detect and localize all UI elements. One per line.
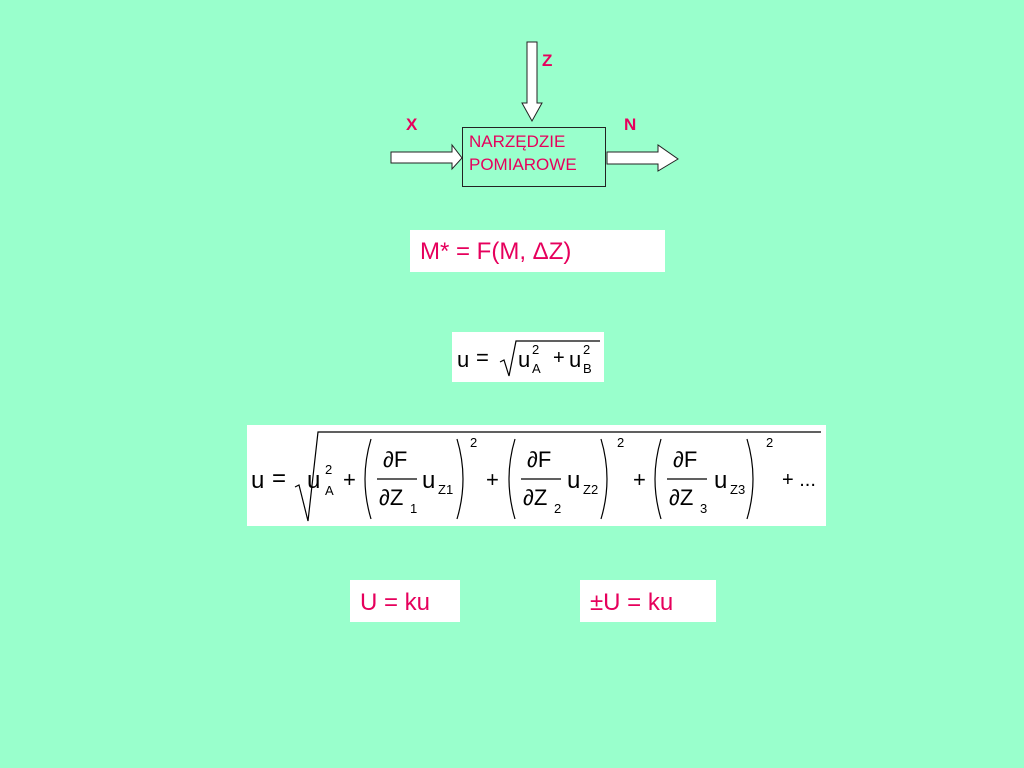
eq2-exp-1: 2 (470, 435, 478, 450)
paren-group-2 (508, 438, 608, 520)
eq2-plus-3: + (633, 467, 646, 492)
eq2-den-sub-3: 3 (700, 501, 708, 516)
sqrt-symbol (499, 340, 600, 377)
eq2-exp-3: 2 (766, 435, 774, 450)
pm-uncertainty-formula: ±U = ku (590, 589, 674, 616)
eq1-u-a-sub: A (532, 361, 541, 376)
sqrt-symbol-large (294, 431, 821, 522)
eq2-equals: = (272, 465, 287, 492)
expanded-uncertainty-box: U = ku (350, 580, 460, 622)
measuring-instrument-box: NARZĘDZIE POMIAROWE (462, 127, 606, 187)
eq2-den-sub-1: 1 (410, 501, 418, 516)
eq2-den-3: ∂Z (669, 485, 694, 510)
eq2-u-sub-2: Z2 (583, 482, 599, 497)
eq2-tail: + ... (782, 469, 816, 491)
label-n: N (624, 115, 637, 134)
eq2-u-1: u (422, 467, 436, 494)
expanded-uncertainty-formula: U = ku (360, 589, 431, 616)
eq2-lhs: u (251, 467, 265, 494)
eq2-plus-2: + (486, 467, 499, 492)
paren-group-3 (654, 438, 754, 520)
model-formula: M* = F(M, ΔZ) (420, 238, 572, 265)
paren-group-1 (364, 438, 464, 520)
eq2-u-sub-3: Z3 (730, 482, 746, 497)
model-formula-box: M* = F(M, ΔZ) (410, 230, 665, 272)
eq1-plus: + (553, 347, 565, 369)
eq1-u-b: u (569, 347, 582, 372)
eq2-den-sub-2: 2 (554, 501, 562, 516)
eq2-u-3: u (714, 467, 728, 494)
eq2-num-3: ∂F (673, 447, 698, 472)
eq1-u-a-sup: 2 (532, 342, 540, 357)
n-arrow (606, 144, 679, 172)
equation-expanded-uncertainty-box: u = u 2 A + ∂F ∂Z 1 u Z1 2 + ∂F ∂Z 2 u Z… (247, 425, 826, 526)
eq2-exp-2: 2 (617, 435, 625, 450)
block-diagram (390, 41, 679, 172)
pm-uncertainty-box: ±U = ku (580, 580, 716, 622)
eq1-u-b-sup: 2 (583, 342, 591, 357)
eq1-u-b-sub: B (583, 361, 592, 376)
eq2-u-a: u (307, 467, 321, 494)
eq1-equals: = (476, 345, 489, 370)
x-arrow (390, 143, 463, 171)
label-x: X (406, 115, 418, 134)
eq2-num-2: ∂F (527, 447, 552, 472)
eq2-u-2: u (567, 467, 581, 494)
eq2-u-a-sup: 2 (325, 462, 333, 477)
eq1-lhs: u (457, 347, 470, 372)
eq2-den-1: ∂Z (379, 485, 404, 510)
eq2-num-1: ∂F (383, 447, 408, 472)
z-arrow (521, 41, 543, 123)
eq2-plus-1: + (343, 467, 356, 492)
eq2-u-sub-1: Z1 (438, 482, 454, 497)
eq2-u-a-sub: A (325, 483, 334, 498)
equation-combined-uncertainty-box: u = u 2 A + u 2 B (452, 332, 604, 382)
label-z: Z (542, 51, 553, 70)
box-line-1: NARZĘDZIE (469, 132, 566, 151)
eq1-u-a: u (518, 347, 531, 372)
eq2-den-2: ∂Z (523, 485, 548, 510)
box-line-2: POMIAROWE (469, 155, 577, 174)
